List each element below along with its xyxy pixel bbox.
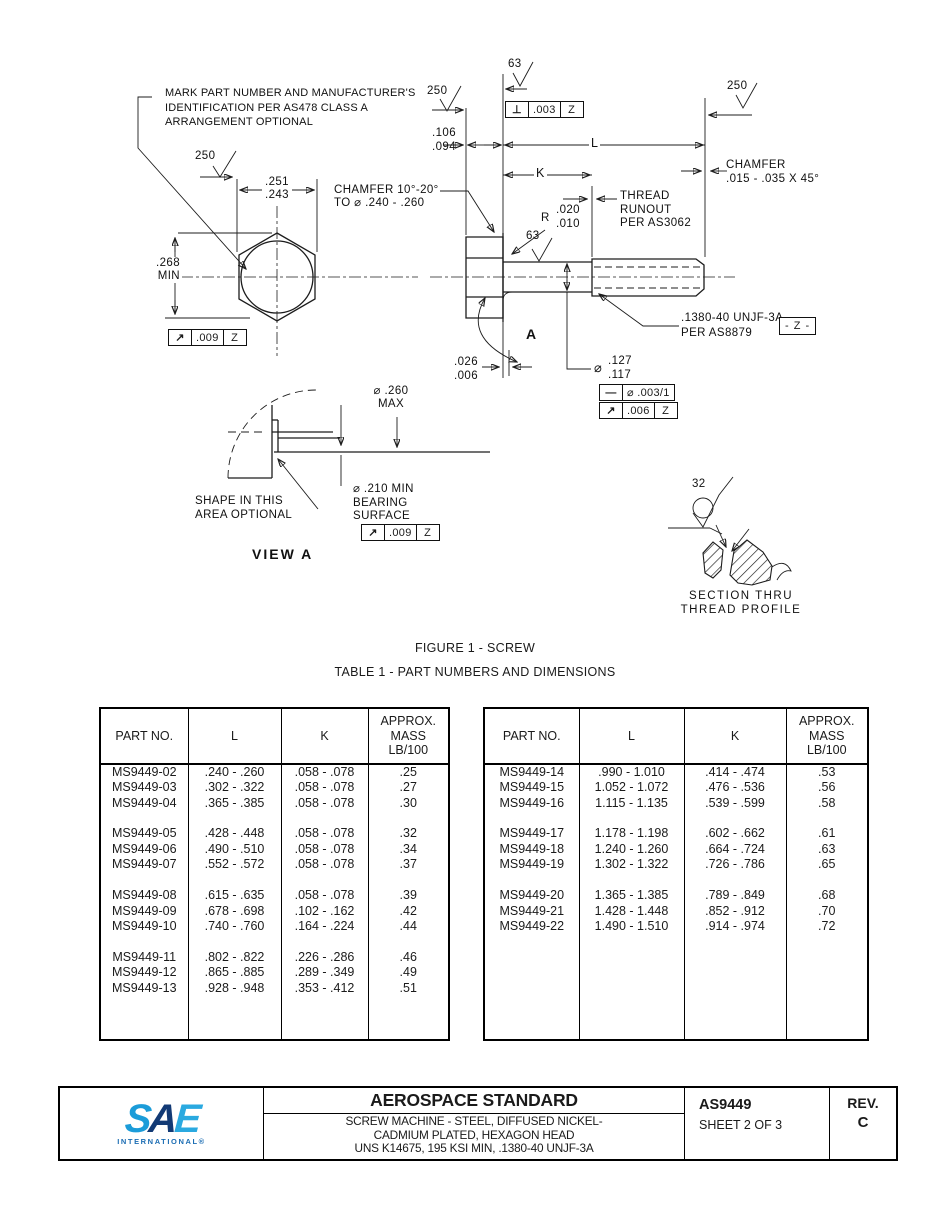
col-header-k: K	[683, 708, 786, 765]
hex-head-view	[137, 96, 494, 356]
sheet-number: SHEET 2 OF 3	[699, 1118, 783, 1132]
fcf-perpendicularity: ⊥ .003 Z	[505, 101, 584, 118]
view-a-detail	[227, 389, 490, 510]
col-header-mass: APPROX. MASS LB/100	[785, 708, 868, 765]
col-header-k: K	[280, 708, 368, 765]
dia-symbol: ⌀	[594, 360, 603, 375]
table-row: MS9449-11.802 - .822.226 - .286.46	[100, 949, 449, 966]
title-block: SAE INTERNATIONAL® AEROSPACE STANDARD SC…	[58, 1086, 898, 1161]
fcf-head-runout: ↗ .009 Z	[168, 329, 247, 346]
runout-icon: ↗	[362, 525, 385, 540]
dim-l-label: L	[589, 136, 601, 150]
radius-values: .020 .010	[556, 204, 580, 230]
finish-63-mid: 63	[526, 230, 540, 242]
heading-divider	[264, 1113, 684, 1114]
col-header-l: L	[187, 708, 281, 765]
thread-runout-note: THREAD RUNOUT PER AS3062	[620, 190, 692, 229]
dim-shank-dia: .127 .117	[608, 355, 632, 381]
bearing-surface-note: ⌀ .210 MIN BEARING SURFACE	[353, 483, 414, 522]
view-arrow-label: A	[526, 326, 537, 342]
chamfer-end-note: CHAMFER .015 - .035 X 45°	[726, 159, 820, 185]
dim-across-flats: .251 .243	[265, 176, 289, 201]
perpendicularity-icon: ⊥	[506, 102, 529, 117]
fcf-bearing-runout: ↗ .009 Z	[361, 524, 440, 541]
table-row: MS9449-03.302 - .322.058 - .078.27	[100, 780, 449, 796]
table-row: MS9449-13.928 - .948.353 - .412.51	[100, 981, 449, 997]
table-row: MS9449-14.990 - 1.010.414 - .474.53	[484, 763, 868, 781]
part-dimensions-table-right: PART NO. L K APPROX. MASS LB/100 MS9449-…	[483, 707, 869, 1041]
finish-250-side: 250	[427, 85, 448, 97]
screw-drawing	[137, 61, 792, 586]
thread-section-detail	[668, 476, 792, 586]
table-row: MS9449-04.365 - .385.058 - .078.30	[100, 795, 449, 812]
marking-note: MARK PART NUMBER AND MANUFACTURER'S IDEN…	[165, 87, 416, 128]
runout-icon: ↗	[600, 403, 623, 418]
table-row: MS9449-02.240 - .260.058 - .078.25	[100, 763, 449, 781]
fcf-straightness: — ⌀ .003/1	[599, 384, 675, 401]
datum-z-flag: - Z -	[779, 317, 817, 335]
part-dimensions-table-left: PART NO. L K APPROX. MASS LB/100 MS9449-…	[99, 707, 450, 1041]
finish-63-top: 63	[508, 58, 522, 70]
dim-head-height: .106 .094	[432, 127, 456, 153]
straightness-icon: —	[600, 385, 623, 400]
figure-caption: FIGURE 1 - SCREW	[414, 641, 536, 655]
chamfer-head-note: CHAMFER 10°-20° TO ⌀ .240 - .260	[334, 184, 439, 209]
finish-250-right: 250	[727, 80, 748, 92]
sae-logo-word: SAE	[123, 1096, 200, 1141]
col-header-l: L	[578, 708, 684, 765]
document-number-cell: AS9449 SHEET 2 OF 3	[685, 1088, 830, 1159]
revision-cell: REV. C	[830, 1088, 896, 1159]
shape-optional-note: SHAPE IN THIS AREA OPTIONAL	[195, 495, 293, 521]
sae-logo-subtext: INTERNATIONAL®	[117, 1136, 206, 1146]
thread-callout: .1380-40 UNJF-3A PER AS8879	[681, 312, 784, 339]
table-row: MS9449-08.615 - .635.058 - .078.39	[100, 888, 449, 904]
table-caption: TABLE 1 - PART NUMBERS AND DIMENSIONS	[334, 665, 616, 679]
section-title: SECTION THRU THREAD PROFILE	[680, 590, 802, 616]
fcf-shank-runout: ↗ .006 Z	[599, 402, 678, 419]
table-row: MS9449-06.490 - .510.058 - .078.34	[100, 841, 449, 858]
revision-value: C	[857, 1114, 869, 1131]
col-header-part-no: PART NO.	[484, 708, 579, 765]
dim-across-corners: .268 MIN	[148, 257, 182, 283]
radius-label: R	[541, 212, 550, 224]
table-row: MS9449-05.428 - .448.058 - .078.32	[100, 826, 449, 842]
document-number: AS9449	[699, 1097, 752, 1113]
document-type-heading: AEROSPACE STANDARD	[370, 1090, 578, 1110]
table-row: MS9449-10.740 - .760.164 - .224.44	[100, 919, 449, 935]
revision-label: REV.	[847, 1095, 879, 1111]
dim-head-dia-max: ⌀ .260 MAX	[373, 385, 409, 410]
runout-icon: ↗	[169, 330, 192, 345]
screw-side-view	[430, 61, 758, 378]
finish-32: 32	[692, 478, 706, 490]
sae-logo: SAE INTERNATIONAL®	[60, 1088, 264, 1159]
col-header-part-no: PART NO.	[100, 708, 188, 765]
dim-fillet: .026 .006	[454, 356, 478, 382]
document-title: SCREW MACHINE - STEEL, DIFFUSED NICKEL- …	[345, 1114, 603, 1156]
dim-k-label: K	[534, 166, 547, 180]
title-block-center: AEROSPACE STANDARD SCREW MACHINE - STEEL…	[264, 1088, 685, 1159]
table-row: MS9449-09.678 - .698.102 - .162.42	[100, 903, 449, 920]
col-header-mass: APPROX. MASS LB/100	[367, 708, 449, 765]
table-row: MS9449-12.865 - .885.289 - .349.49	[100, 965, 449, 982]
table-row: MS9449-07.552 - .572.058 - .078.37	[100, 857, 449, 874]
view-a-title: VIEW A	[252, 546, 314, 562]
finish-250-hex: 250	[195, 150, 216, 162]
